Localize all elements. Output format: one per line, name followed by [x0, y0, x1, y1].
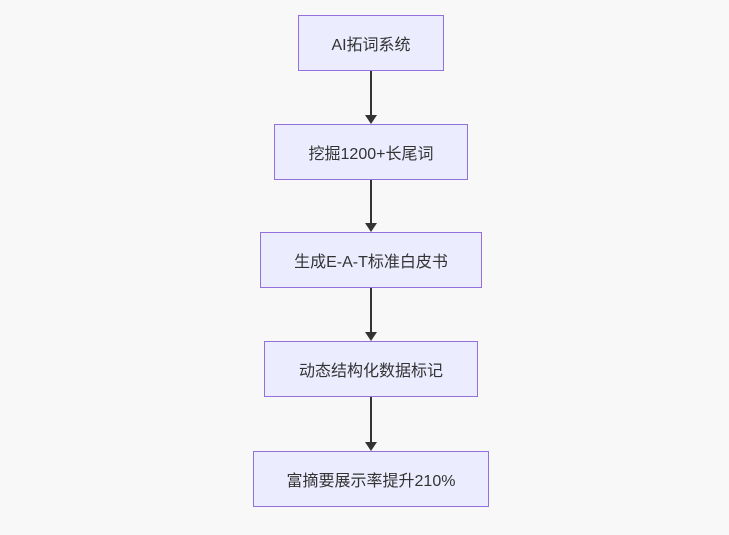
- flow-arrow-3: [365, 288, 377, 341]
- flow-node-rich-snippet-rate-increase: 富摘要展示率提升210%: [253, 451, 489, 507]
- flow-arrow-2: [365, 180, 377, 232]
- arrow-line: [370, 71, 372, 116]
- arrow-head-icon: [365, 332, 377, 341]
- arrow-head-icon: [365, 442, 377, 451]
- flow-node-generate-eat-whitepaper: 生成E-A-T标准白皮书: [260, 232, 482, 288]
- arrow-head-icon: [365, 115, 377, 124]
- flow-arrow-1: [365, 71, 377, 124]
- arrow-line: [370, 397, 372, 443]
- flow-arrow-4: [365, 397, 377, 451]
- flow-node-label: AI拓词系统: [331, 37, 411, 54]
- flow-node-label: 动态结构化数据标记: [298, 363, 443, 380]
- flow-node-label: 挖掘1200+长尾词: [308, 146, 434, 163]
- flow-node-label: 生成E-A-T标准白皮书: [294, 254, 448, 271]
- arrow-line: [370, 180, 372, 224]
- flow-node-mine-longtail-keywords: 挖掘1200+长尾词: [274, 124, 468, 180]
- flow-node-label: 富摘要展示率提升210%: [286, 473, 456, 490]
- arrow-line: [370, 288, 372, 333]
- arrow-head-icon: [365, 223, 377, 232]
- flow-node-dynamic-structured-data-markup: 动态结构化数据标记: [264, 341, 478, 397]
- flow-node-ai-word-expansion-system: AI拓词系统: [298, 15, 444, 71]
